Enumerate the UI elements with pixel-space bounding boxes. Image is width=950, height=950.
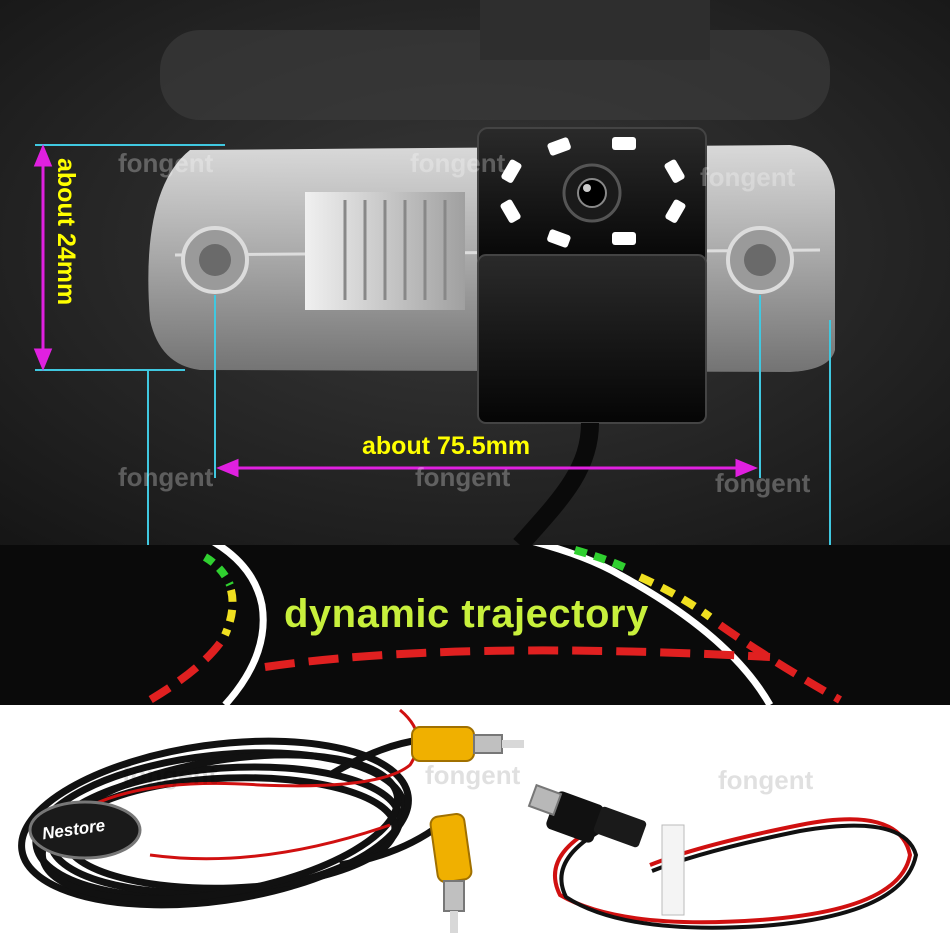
camera-cable — [513, 422, 599, 545]
watermark: fongent — [118, 148, 214, 178]
watermark: fongent — [122, 760, 218, 790]
lens-center — [577, 178, 607, 208]
power-cable — [553, 817, 919, 930]
screw-hole-left-inner — [199, 244, 231, 276]
width-dimension-label: about 75.5mm — [362, 432, 531, 460]
dimension-arrows — [33, 144, 758, 478]
height-dimension-label: about 24mm — [52, 158, 80, 306]
dc-plug — [527, 783, 647, 848]
lens-glint — [583, 184, 591, 192]
screw-hole-right-inner — [744, 244, 776, 276]
cables-photo — [0, 705, 950, 950]
watermark: fongent — [410, 148, 506, 178]
red-wire-coil-lower — [149, 823, 391, 861]
watermark: fongent — [718, 765, 814, 795]
trajectory-dashes-right — [573, 546, 842, 704]
watermark: fongent — [700, 162, 796, 192]
guide-lines — [35, 144, 831, 545]
led-ring — [500, 137, 686, 248]
camera-body — [477, 254, 707, 424]
brand-badge — [28, 800, 142, 860]
clip-fins — [343, 200, 447, 300]
watermark: fongent — [425, 760, 521, 790]
trajectory-white-right — [532, 545, 774, 705]
band-background — [0, 545, 950, 705]
camera-reflection — [480, 0, 710, 60]
rca-connector-top — [411, 726, 524, 762]
trajectory-band — [0, 545, 950, 705]
watermark: fongent — [415, 462, 511, 492]
trajectory-dashes-left — [147, 553, 237, 704]
trajectory-white-left — [211, 545, 267, 705]
trajectory-label: dynamic trajectory — [284, 592, 649, 636]
trajectory-crossbar — [264, 646, 771, 671]
cable-tag — [661, 824, 685, 916]
watermark: fongent — [715, 468, 811, 498]
camera-photo — [0, 0, 950, 545]
watermark: fongent — [118, 462, 214, 492]
rca-connector-bottom — [429, 812, 473, 933]
